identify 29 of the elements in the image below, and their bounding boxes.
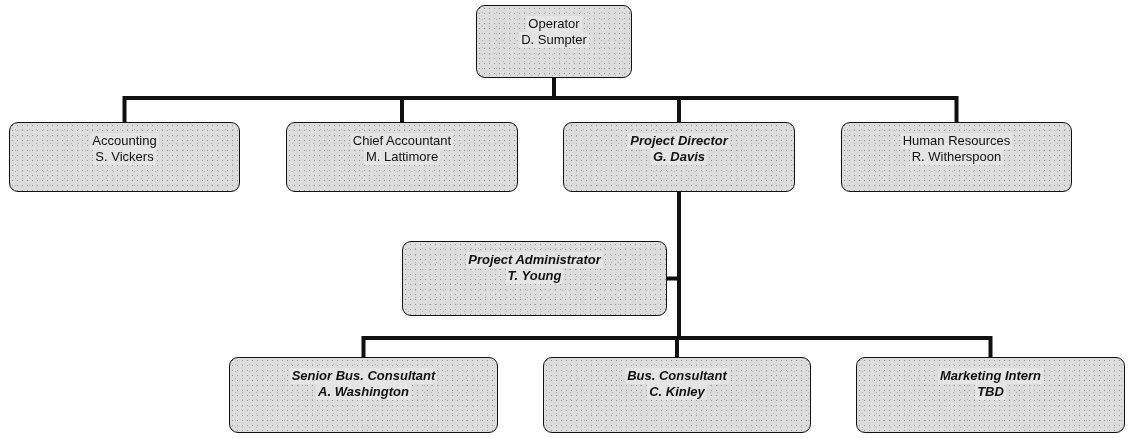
person-name: T. Young <box>505 268 564 284</box>
job-title: Chief Accountant <box>350 133 454 149</box>
position-box <box>476 5 632 78</box>
person-name: A. Washington <box>316 384 411 400</box>
position-box <box>563 122 795 192</box>
position-box <box>543 357 811 433</box>
person-name: S. Vickers <box>93 149 156 165</box>
position-box <box>402 241 667 316</box>
person-name: D. Sumpter <box>519 32 589 48</box>
job-title: Project Administrator <box>466 252 603 268</box>
connector-line <box>552 78 959 122</box>
job-title: Operator <box>526 16 582 32</box>
person-name: G. Davis <box>651 149 707 165</box>
job-title: Human Resources <box>900 133 1013 149</box>
position-box <box>229 357 498 433</box>
person-name: C. Kinley <box>647 384 707 400</box>
job-title: Project Director <box>628 133 730 149</box>
position-box <box>286 122 518 192</box>
person-name: M. Lattimore <box>363 149 441 165</box>
job-title: Senior Bus. Consultant <box>289 368 438 384</box>
person-name: TBD <box>975 384 1006 400</box>
person-name: R. Witherspoon <box>909 149 1004 165</box>
job-title: Accounting <box>90 133 159 149</box>
connector-line <box>677 192 993 357</box>
position-box <box>9 122 240 192</box>
position-box <box>856 357 1125 433</box>
job-title: Bus. Consultant <box>625 368 729 384</box>
position-box <box>841 122 1072 192</box>
job-title: Marketing Intern <box>937 368 1044 384</box>
